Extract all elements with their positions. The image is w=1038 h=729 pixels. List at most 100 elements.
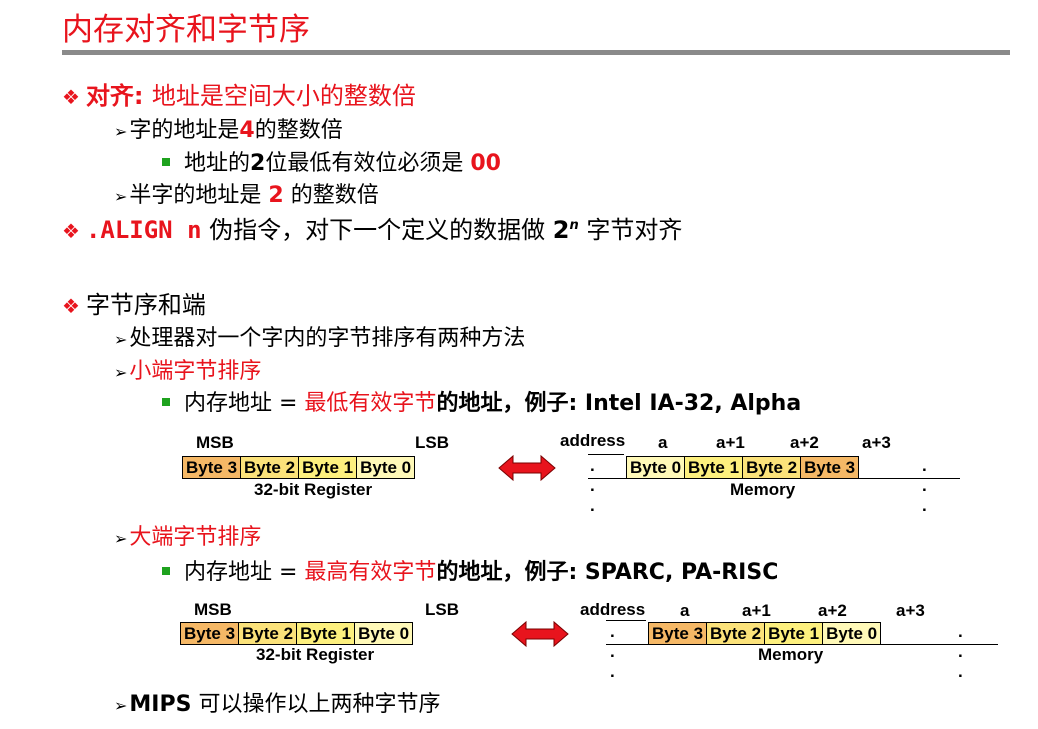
memory-ellipsis-left: . . .	[610, 622, 615, 681]
diamond-bullet-icon: ❖	[62, 219, 80, 243]
memory-label: Memory	[730, 480, 796, 499]
endian-intro: ➢处理器对一个字内的字节排序有两种方法	[114, 320, 525, 352]
address-label: address	[560, 431, 626, 450]
register-bytes: Byte 3 Byte 2 Byte 1 Byte 0	[182, 456, 416, 479]
page-title: 内存对齐和字节序	[62, 12, 310, 48]
memory-byte-0: Byte 0	[823, 623, 881, 644]
align-heading: ❖对齐: 地址是空间大小的整数倍	[62, 76, 416, 111]
register-label: 32-bit Register	[256, 645, 375, 664]
register-byte-3: Byte 3	[183, 457, 242, 478]
register-byte-1: Byte 1	[297, 623, 356, 644]
msb-label: MSB	[196, 433, 234, 452]
addr-a2: a+2	[790, 433, 819, 452]
arrow-bullet-icon: ➢	[114, 529, 128, 548]
diamond-bullet-icon: ❖	[62, 294, 80, 318]
register-byte-2: Byte 2	[239, 623, 298, 644]
title-divider	[62, 50, 1010, 55]
address-label: address	[580, 600, 646, 619]
square-bullet-icon	[162, 158, 170, 166]
little-desc-highlight: 最低有效字节	[304, 391, 437, 416]
word-sub-number: 2	[250, 151, 266, 176]
register-bytes: Byte 3 Byte 2 Byte 1 Byte 0	[180, 622, 414, 645]
memory-byte-1: Byte 1	[765, 623, 824, 644]
memory-byte-2: Byte 2	[707, 623, 766, 644]
memory-byte-1: Byte 1	[685, 457, 744, 478]
addr-a3: a+3	[862, 433, 891, 452]
msb-label: MSB	[194, 600, 232, 619]
lsb-label: LSB	[425, 600, 459, 619]
align-heading-text: 地址是空间大小的整数倍	[151, 82, 416, 110]
word-sub-text-a: 地址的	[184, 151, 251, 176]
memory-byte-2: Byte 2	[743, 457, 802, 478]
memory-byte-3: Byte 3	[649, 623, 708, 644]
lsb-label: LSB	[415, 433, 449, 452]
big-desc-highlight: 最高有效字节	[304, 560, 437, 585]
square-bullet-icon	[162, 567, 170, 575]
align-heading-prefix: 对齐:	[85, 82, 152, 110]
square-bullet-icon	[162, 398, 170, 406]
align-directive-exponent: n	[569, 218, 579, 233]
big-heading-text: 大端字节排序	[129, 525, 262, 550]
memory-bottom-line	[606, 644, 998, 645]
memory-top-line	[606, 620, 646, 621]
word-sub-text-c: 位最低有效位必须是	[265, 151, 471, 176]
little-desc-c: 的地址，例子: Intel IA-32, Alpha	[436, 391, 802, 416]
addr-a: a	[658, 433, 668, 452]
memory-bytes: Byte 0 Byte 1 Byte 2 Byte 3	[626, 456, 860, 479]
endian-heading: ❖字节序和端	[62, 285, 206, 320]
align-directive-base: 2	[552, 216, 570, 244]
memory-bottom-line	[588, 478, 960, 479]
word-item-text-a: 字的地址是	[129, 118, 240, 143]
big-heading: ➢大端字节排序	[114, 519, 261, 551]
endian-intro-text: 处理器对一个字内的字节排序有两种方法	[129, 326, 526, 351]
addr-a1: a+1	[716, 433, 745, 452]
addr-a2: a+2	[818, 601, 847, 620]
word-item-number: 4	[239, 118, 255, 143]
mips-note-text: 可以操作以上两种字节序	[191, 692, 441, 717]
little-desc-a: 内存地址 =	[184, 391, 305, 416]
half-item-number: 2	[268, 183, 284, 208]
mips-note: ➢MIPS 可以操作以上两种字节序	[114, 686, 440, 718]
word-item-text-c: 的整数倍	[254, 118, 343, 143]
register-byte-3: Byte 3	[181, 623, 240, 644]
align-directive-text-c: 字节对齐	[578, 216, 683, 244]
memory-top-line	[588, 454, 624, 455]
arrow-bullet-icon: ➢	[114, 330, 128, 349]
align-directive: ❖.ALIGN n 伪指令，对下一个定义的数据做 2n 字节对齐	[62, 210, 682, 245]
arrow-bullet-icon: ➢	[114, 363, 128, 382]
register-byte-1: Byte 1	[299, 457, 358, 478]
word-sub-item: 地址的2位最低有效位必须是 00	[162, 145, 501, 177]
arrow-bullet-icon: ➢	[114, 122, 128, 141]
memory-ellipsis-right: . . .	[922, 456, 927, 515]
align-directive-code: .ALIGN n	[85, 216, 202, 244]
register-label: 32-bit Register	[254, 480, 373, 499]
double-arrow-icon	[498, 454, 556, 482]
little-desc: 内存地址 = 最低有效字节的地址，例子: Intel IA-32, Alpha	[162, 385, 801, 417]
little-heading-text: 小端字节排序	[129, 359, 262, 384]
half-item-text-c: 的整数倍	[283, 183, 379, 208]
big-desc: 内存地址 = 最高有效字节的地址，例子: SPARC, PA-RISC	[162, 554, 778, 586]
arrow-bullet-icon: ➢	[114, 187, 128, 206]
align-directive-text-a: 伪指令，对下一个定义的数据做	[201, 216, 553, 244]
memory-bytes: Byte 3 Byte 2 Byte 1 Byte 0	[648, 622, 882, 645]
little-heading: ➢小端字节排序	[114, 353, 261, 385]
diamond-bullet-icon: ❖	[62, 85, 80, 109]
big-desc-a: 内存地址 =	[184, 560, 305, 585]
memory-byte-0: Byte 0	[627, 457, 686, 478]
addr-a: a	[680, 601, 690, 620]
double-arrow-icon	[511, 620, 569, 648]
word-item: ➢字的地址是4的整数倍	[114, 112, 343, 144]
register-byte-2: Byte 2	[241, 457, 300, 478]
addr-a1: a+1	[742, 601, 771, 620]
register-byte-0: Byte 0	[355, 623, 413, 644]
half-item: ➢半字的地址是 2 的整数倍	[114, 177, 379, 209]
memory-ellipsis-left: . . .	[590, 456, 595, 515]
half-item-text-a: 半字的地址是	[129, 183, 269, 208]
memory-label: Memory	[758, 645, 824, 664]
addr-a3: a+3	[896, 601, 925, 620]
memory-byte-3: Byte 3	[801, 457, 859, 478]
memory-ellipsis-right: . . .	[958, 622, 963, 681]
word-sub-bits: 00	[470, 151, 501, 176]
mips-note-name: MIPS	[129, 692, 192, 717]
endian-heading-text: 字节序和端	[85, 291, 206, 319]
